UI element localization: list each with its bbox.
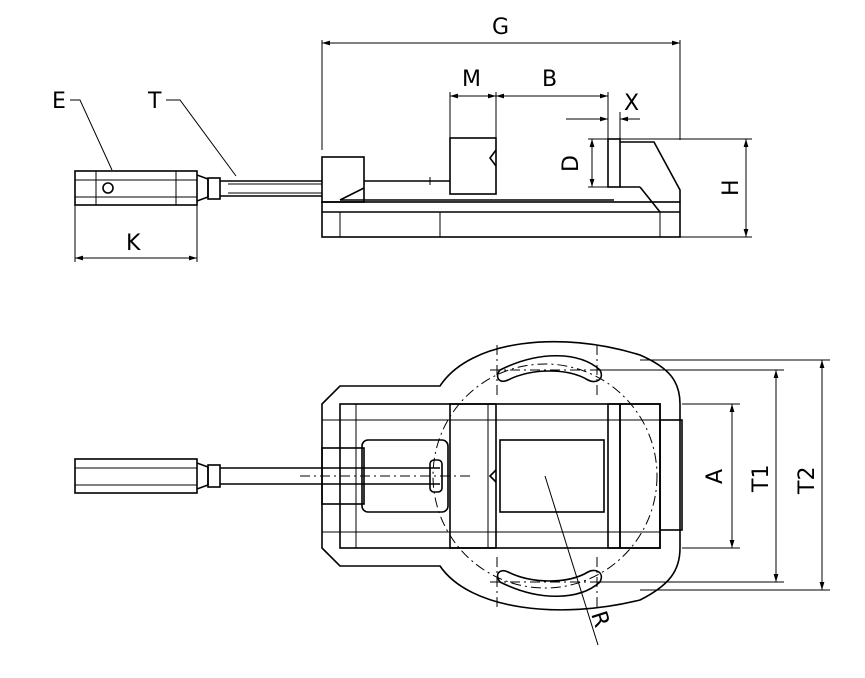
side-dimensions: [70, 40, 752, 262]
label-t1: T1: [749, 465, 774, 493]
label-t2: T2: [795, 467, 820, 495]
label-h: H: [719, 179, 744, 196]
top-view: [74, 340, 830, 646]
label-e: E: [52, 89, 66, 114]
label-k: K: [126, 231, 141, 256]
leader-t: [166, 99, 237, 177]
label-g: G: [492, 15, 509, 40]
swivel-slot-top: [496, 355, 603, 383]
label-t: T: [147, 89, 162, 114]
top-base-outline: [321, 340, 681, 611]
leader-e: [70, 99, 113, 171]
side-body: [321, 137, 681, 238]
swivel-slot-bottom: [496, 569, 603, 597]
top-handle: [74, 458, 440, 494]
label-a: A: [703, 469, 728, 484]
label-b: B: [542, 67, 557, 92]
label-d: D: [559, 155, 584, 172]
top-dimensions: [544, 359, 830, 646]
side-handle: [74, 170, 209, 206]
label-x: X: [624, 91, 639, 116]
side-screw: [207, 177, 322, 200]
label-r: R: [585, 608, 614, 630]
side-view: [70, 40, 752, 262]
dimension-labels: E T G M B X D H K A T1 T2 R: [52, 15, 820, 630]
label-m: M: [462, 67, 481, 92]
